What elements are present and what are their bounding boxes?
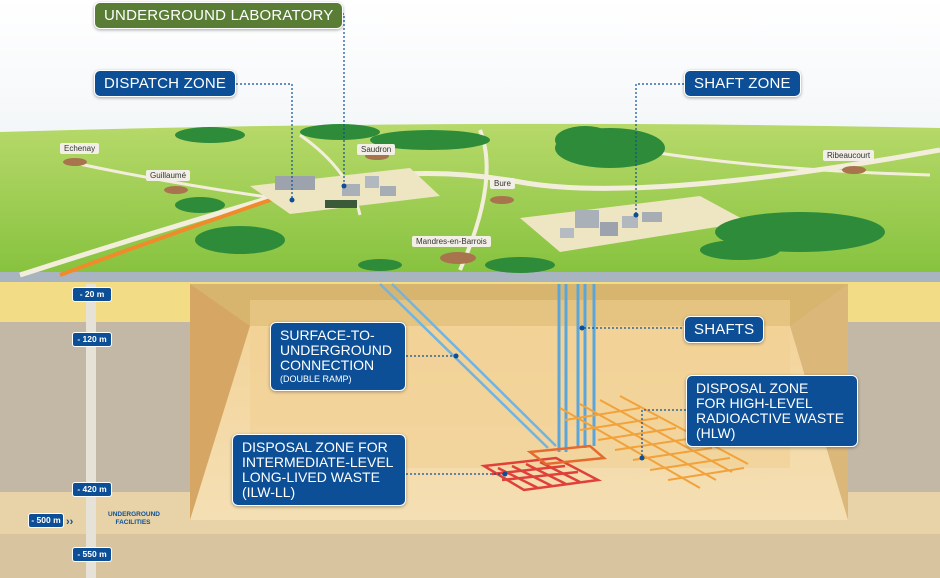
ilw-disposal-grid: [480, 444, 608, 492]
depth-marker-500: - 500 m: [28, 513, 64, 528]
main-road: [19, 147, 940, 278]
surface-edge: [0, 272, 940, 282]
depth-marker-20: - 20 m: [72, 287, 112, 302]
underground-facilities-label: UNDERGROUND FACILITIES: [108, 511, 160, 526]
dispatch-zone-label: DISPATCH ZONE: [94, 70, 237, 97]
shafts: [557, 284, 596, 452]
leader-lines: [228, 13, 686, 475]
depth-scale-pole: [86, 284, 96, 578]
town-label: Echenay: [60, 143, 100, 154]
orange-rail: [59, 188, 301, 277]
chevrons-icon: ››: [66, 516, 74, 528]
town-label: Ribeaucourt: [823, 150, 875, 161]
town-label: Guillaumé: [146, 170, 191, 181]
hlw-disposal-grid: [559, 395, 749, 489]
depth-marker-550: - 550 m: [72, 547, 112, 562]
shaft-zone-label: SHAFT ZONE: [684, 70, 801, 97]
hlw-zone-label: DISPOSAL ZONE FOR HIGH-LEVEL RADIOACTIVE…: [686, 375, 858, 447]
underground-laboratory-label: UNDERGROUND LABORATORY: [94, 2, 344, 29]
depth-marker-120: - 120 m: [72, 332, 112, 347]
ilw-zone-label: DISPOSAL ZONE FOR INTERMEDIATE-LEVEL LON…: [232, 434, 406, 506]
depth-marker-420: - 420 m: [72, 482, 112, 497]
shafts-label: SHAFTS: [684, 316, 765, 343]
town-label: Bure: [490, 178, 515, 189]
layer-bottom: [0, 534, 940, 578]
town-label: Saudron: [357, 144, 396, 155]
town-label: Mandres-en-Barrois: [412, 236, 491, 247]
surface-connection-label: SURFACE-TO- UNDERGROUND CONNECTION (DOUB…: [270, 322, 406, 391]
double-ramp: [379, 283, 557, 449]
forests: [175, 124, 885, 273]
